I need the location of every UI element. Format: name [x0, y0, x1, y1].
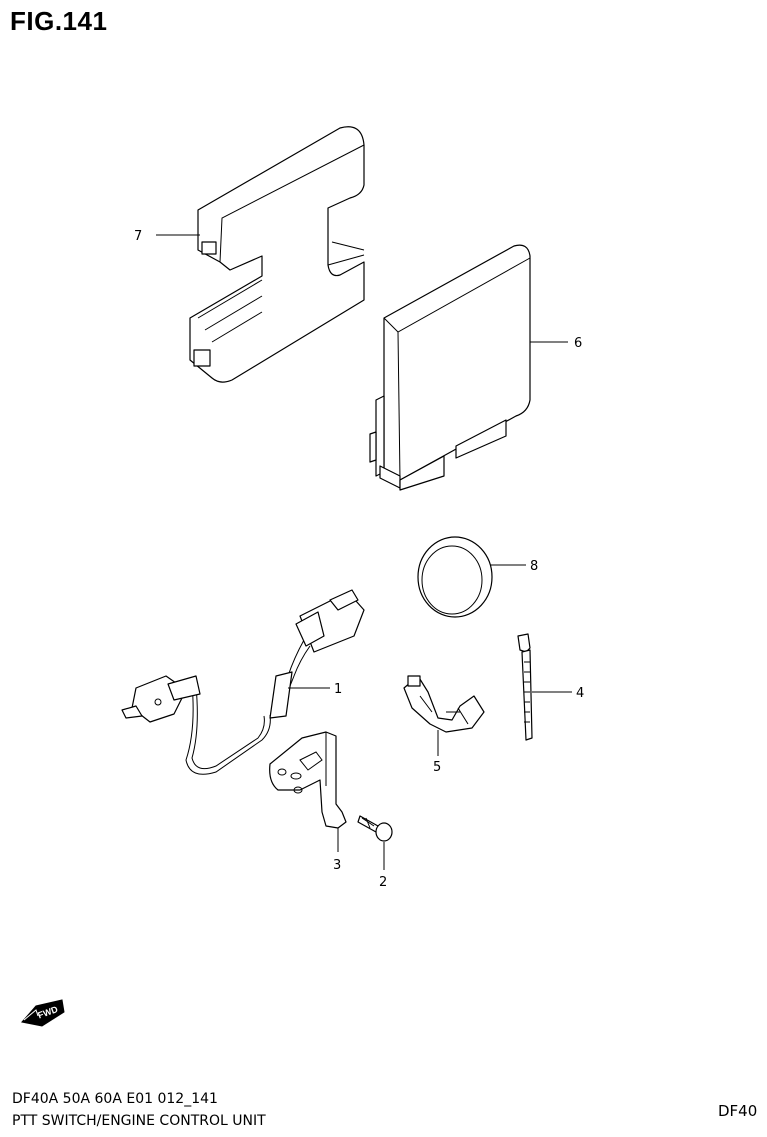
footer-info: DF40A 50A 60A E01 012_141 PTT SWITCH/ENG… — [12, 1088, 266, 1132]
callout-3: 3 — [333, 858, 341, 873]
fwd-arrow-icon: FWD — [21, 999, 65, 1027]
footer-caption: PTT SWITCH/ENGINE CONTROL UNIT — [12, 1113, 266, 1129]
callout-2: 2 — [379, 875, 387, 890]
callout-1: 1 — [334, 682, 342, 697]
part-3-bracket[interactable] — [269, 731, 347, 829]
part-1-ptt-switch-harness[interactable] — [121, 589, 365, 775]
callout-7: 7 — [134, 229, 142, 244]
part-8-ring[interactable] — [417, 536, 493, 618]
callout-4: 4 — [576, 686, 584, 701]
part-7-cover[interactable] — [189, 126, 365, 383]
part-6-ecu[interactable] — [369, 244, 531, 491]
part-2-bolt[interactable] — [357, 815, 393, 842]
callout-5: 5 — [433, 760, 441, 775]
part-5-clamp[interactable] — [403, 675, 485, 733]
footer-model: DF40 — [718, 1102, 758, 1120]
callout-6: 6 — [574, 336, 582, 351]
part-4-cable-tie[interactable] — [517, 633, 533, 741]
footer-code: DF40A 50A 60A E01 012_141 — [12, 1091, 218, 1107]
callouts: 7 6 8 1 4 5 3 2 — [134, 229, 584, 890]
figure-title: FIG.141 — [10, 6, 108, 36]
callout-8: 8 — [530, 559, 538, 574]
